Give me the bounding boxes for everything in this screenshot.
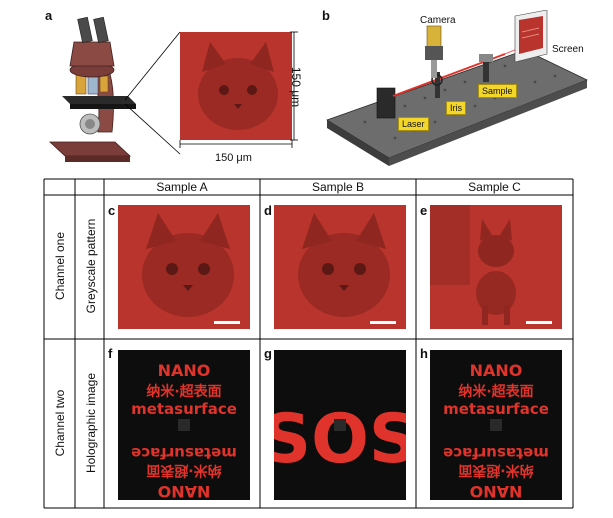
row-sublabel-greyscale: Greyscale pattern (84, 218, 98, 314)
greyscale-image-sample-b (274, 205, 406, 329)
iris-tag: Iris (446, 101, 466, 115)
hologram-image-sample-a: NANO 纳米·超表面 metasurface NANO 纳米·超表面 meta… (118, 350, 250, 500)
camera-label: Camera (420, 15, 456, 26)
hologram-c-line3-mirror: metasurface (443, 444, 549, 462)
hologram-a-line2-mirror: 纳米·超表面 (146, 462, 221, 479)
width-dimension-label: 150 μm (215, 152, 252, 164)
hologram-b-sos: SOS (274, 400, 406, 479)
hologram-c-line2-mirror: 纳米·超表面 (458, 462, 533, 479)
hologram-a-line3-mirror: metasurface (131, 444, 237, 462)
hologram-c-line1-mirror: NANO (470, 482, 523, 500)
hologram-a-line2: 纳米·超表面 (146, 383, 221, 400)
row-sublabel-holographic: Holographic image (84, 372, 98, 474)
hologram-image-sample-b: SOS (274, 350, 406, 500)
hologram-c-line3: metasurface (443, 400, 549, 418)
sample-tag: Sample (478, 84, 517, 98)
column-header-sample-a: Sample A (156, 180, 208, 194)
panel-label-d: d (264, 203, 272, 218)
row-label-channel-one: Channel one (53, 231, 67, 301)
laser-tag: Laser (398, 117, 429, 131)
hologram-a-line3: metasurface (131, 400, 237, 418)
panel-label-g: g (264, 346, 272, 361)
row-label-channel-two: Channel two (53, 389, 67, 457)
dimension-lines (179, 31, 298, 148)
panel-label-e: e (420, 203, 428, 218)
panel-label-a: a (45, 8, 53, 23)
column-header-sample-c: Sample C (468, 180, 521, 194)
screen-label: Screen (552, 44, 584, 55)
hologram-a-line1-mirror: NANO (158, 482, 211, 500)
hologram-a-line1: NANO (158, 361, 211, 380)
greyscale-image-sample-a (118, 205, 250, 329)
column-header-sample-b: Sample B (311, 180, 365, 194)
panel-label-h: h (420, 346, 428, 361)
hologram-c-line2: 纳米·超表面 (458, 383, 533, 400)
panel-label-b: b (322, 8, 330, 23)
panel-label-f: f (108, 346, 113, 361)
sample-zoom-image (180, 32, 292, 140)
greyscale-image-sample-c (430, 205, 562, 329)
hologram-c-line1: NANO (470, 361, 523, 380)
panel-label-c: c (108, 203, 116, 218)
hologram-image-sample-c: NANO 纳米·超表面 metasurface NANO 纳米·超表面 meta… (430, 350, 562, 500)
microscope-illustration (48, 16, 181, 162)
